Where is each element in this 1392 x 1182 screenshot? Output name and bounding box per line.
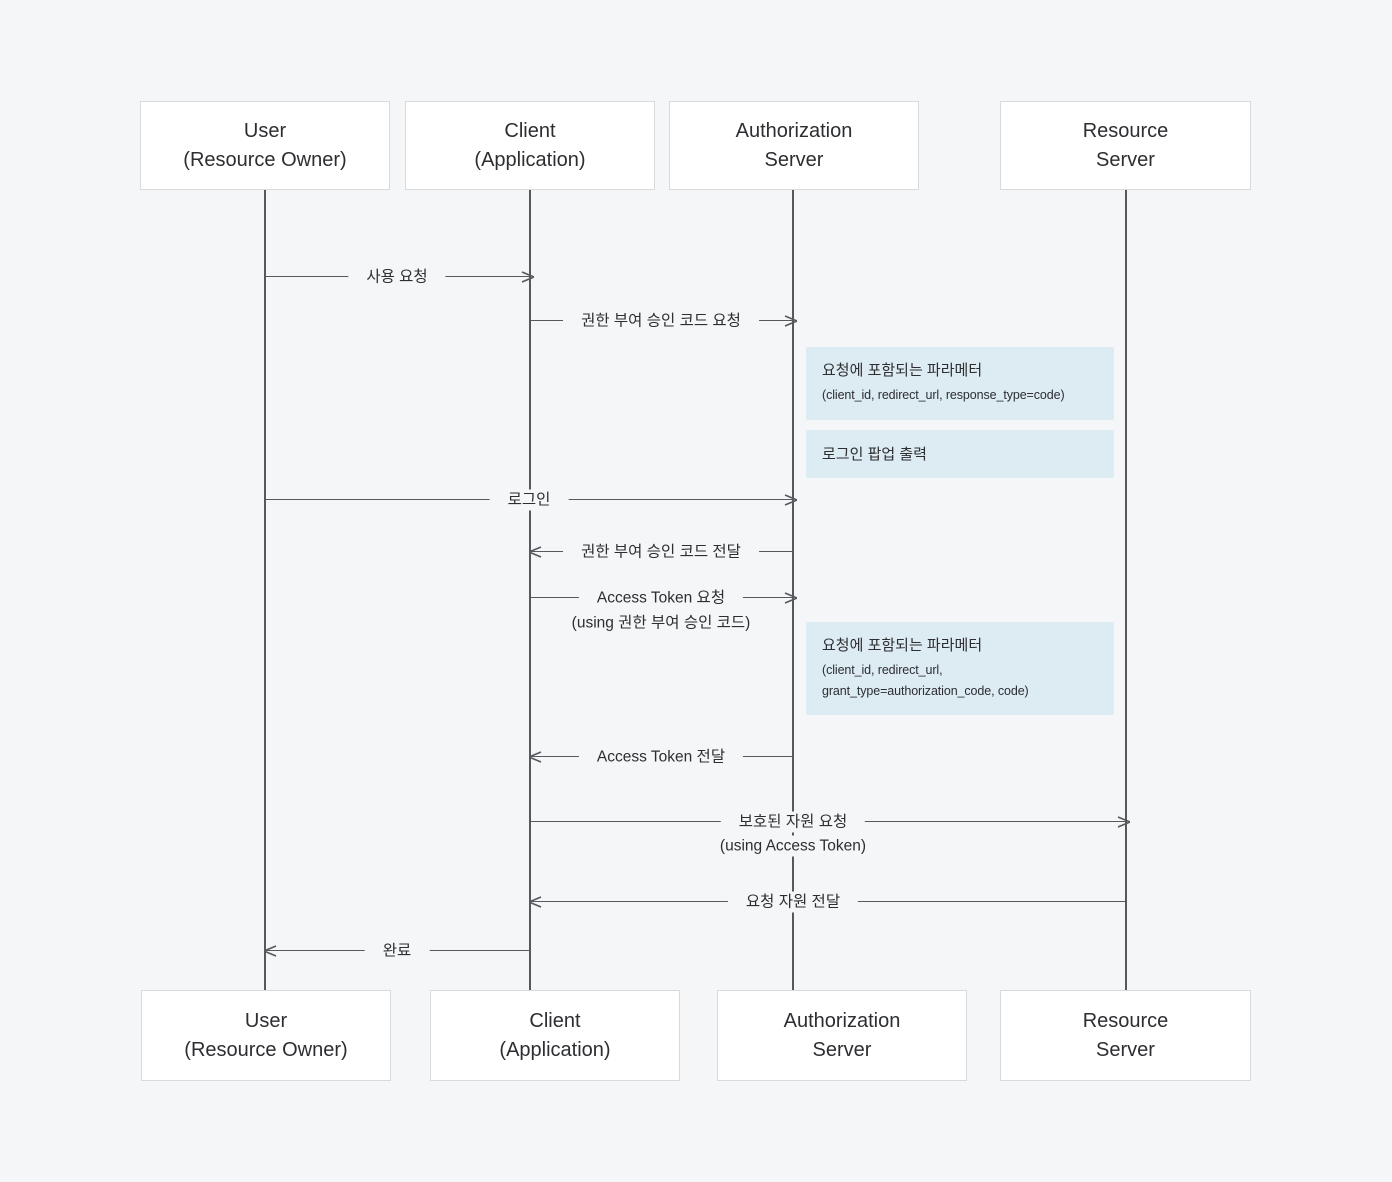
note-request-params-1: 요청에 포함되는 파라메터 (client_id, redirect_url, …: [806, 347, 1114, 420]
note-code: (client_id, redirect_url, response_type=…: [822, 388, 1065, 402]
actor-label: Client: [504, 119, 556, 142]
actor-label: Resource: [1082, 1009, 1169, 1032]
actor-box-resource-server-top: Resource Server: [1000, 101, 1251, 190]
message-label-access-token-request: Access Token 요청: [578, 587, 744, 609]
actor-label: Authorization: [735, 119, 853, 142]
message-label-access-token-deliver: Access Token 전달: [578, 746, 744, 768]
actor-sublabel: Server: [764, 148, 824, 171]
note-title: 로그인 팝업 출력: [822, 445, 927, 463]
message-label-use-request: 사용 요청: [348, 266, 446, 288]
arrowhead-right-icon: [784, 592, 797, 604]
actor-label: User: [244, 1009, 288, 1032]
actor-box-client-bottom: Client (Application): [430, 990, 680, 1081]
actor-label: User: [243, 119, 287, 142]
arrowhead-left-icon: [529, 751, 542, 763]
message-label-auth-code-request: 권한 부여 승인 코드 요청: [563, 310, 759, 332]
note-login-popup: 로그인 팝업 출력: [806, 430, 1114, 478]
message-label-protected-resource-request: 보호된 자원 요청: [720, 811, 866, 833]
lifeline-user: [264, 190, 266, 990]
actor-box-authorization-server-top: Authorization Server: [669, 101, 919, 190]
arrowhead-right-icon: [521, 271, 534, 283]
actor-label: Authorization: [783, 1009, 901, 1032]
arrowhead-left-icon: [264, 945, 277, 957]
actor-sublabel: Server: [1096, 1038, 1155, 1061]
actor-label: Resource: [1082, 119, 1169, 142]
arrowhead-left-icon: [529, 546, 542, 558]
arrowhead-left-icon: [529, 896, 542, 908]
message-label-complete: 완료: [364, 940, 430, 962]
actor-label: Client: [529, 1009, 581, 1032]
lifeline-client: [529, 190, 531, 990]
arrowhead-right-icon: [784, 315, 797, 327]
lifeline-resource-server: [1125, 190, 1127, 990]
note-request-params-2: 요청에 포함되는 파라메터 (client_id, redirect_url, …: [806, 622, 1114, 715]
note-code: grant_type=authorization_code, code): [822, 684, 1029, 698]
message-sublabel-protected-resource-request: (using Access Token): [701, 835, 885, 857]
actor-sublabel: (Application): [499, 1038, 611, 1061]
note-title: 요청에 포함되는 파라메터: [822, 637, 983, 654]
message-label-login: 로그인: [489, 489, 569, 511]
actor-sublabel: (Resource Owner): [184, 1038, 348, 1061]
actor-box-user-bottom: User (Resource Owner): [141, 990, 391, 1081]
actor-sublabel: (Application): [474, 148, 586, 171]
actor-box-client-top: Client (Application): [405, 101, 655, 190]
actor-box-user-top: User (Resource Owner): [140, 101, 390, 190]
actor-box-resource-server-bottom: Resource Server: [1000, 990, 1251, 1081]
lifeline-authorization-server: [792, 190, 794, 990]
actor-sublabel: Server: [812, 1038, 872, 1061]
message-label-requested-resource-deliver: 요청 자원 전달: [727, 891, 859, 913]
arrowhead-right-icon: [784, 494, 797, 506]
message-sublabel-access-token-request: (using 권한 부여 승인 코드): [553, 612, 769, 634]
actor-sublabel: (Resource Owner): [183, 148, 347, 171]
actor-sublabel: Server: [1096, 148, 1155, 171]
note-title: 요청에 포함되는 파라메터: [822, 362, 983, 379]
arrowhead-right-icon: [1117, 816, 1130, 828]
actor-box-authorization-server-bottom: Authorization Server: [717, 990, 967, 1081]
note-code: (client_id, redirect_url,: [822, 663, 943, 677]
message-label-auth-code-deliver: 권한 부여 승인 코드 전달: [563, 541, 759, 563]
